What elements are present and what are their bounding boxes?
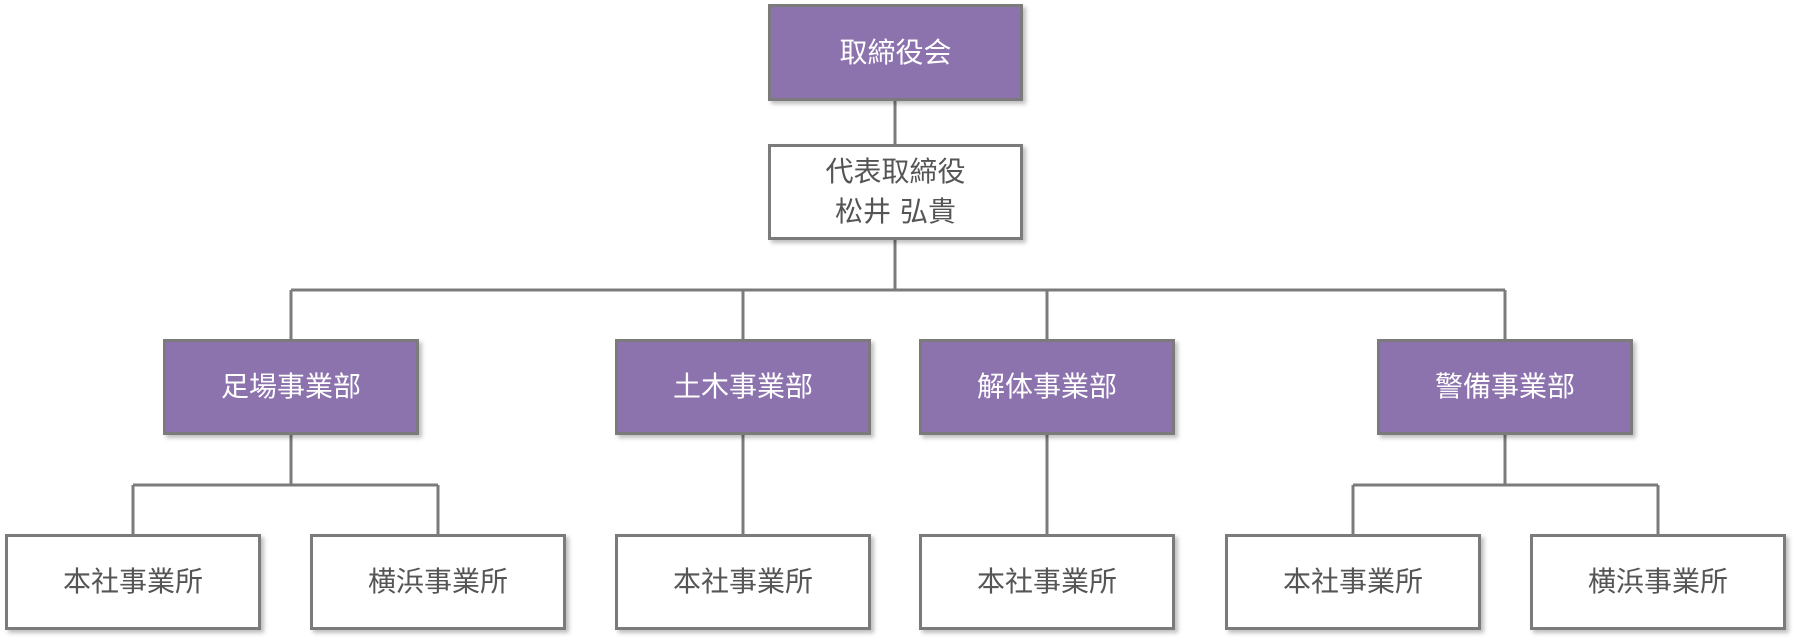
division-box-demolition: 解体事業部 [919,339,1175,435]
office-box: 本社事業所 [1225,534,1481,630]
office-box: 横浜事業所 [310,534,566,630]
division-label: 足場事業部 [220,370,361,403]
office-label: 本社事業所 [1282,565,1423,598]
division-label: 土木事業部 [672,370,813,403]
division-label: 警備事業部 [1434,370,1575,403]
division-box-security: 警備事業部 [1377,339,1633,435]
board-label: 取締役会 [839,35,952,69]
office-box: 本社事業所 [615,534,871,630]
office-box: 横浜事業所 [1530,534,1786,630]
office-label: 本社事業所 [62,565,203,598]
office-label: 横浜事業所 [367,565,508,598]
office-box: 本社事業所 [919,534,1175,630]
president-title: 代表取締役 [825,155,966,188]
division-label: 解体事業部 [976,370,1117,403]
division-box-scaffolding: 足場事業部 [163,339,419,435]
office-box: 本社事業所 [5,534,261,630]
office-label: 横浜事業所 [1587,565,1728,598]
president-name: 松井 弘貴 [835,195,956,228]
office-label: 本社事業所 [672,565,813,598]
president-box: 代表取締役 松井 弘貴 [768,144,1023,240]
division-box-civil: 土木事業部 [615,339,871,435]
board-box: 取締役会 [768,4,1023,101]
office-label: 本社事業所 [976,565,1117,598]
